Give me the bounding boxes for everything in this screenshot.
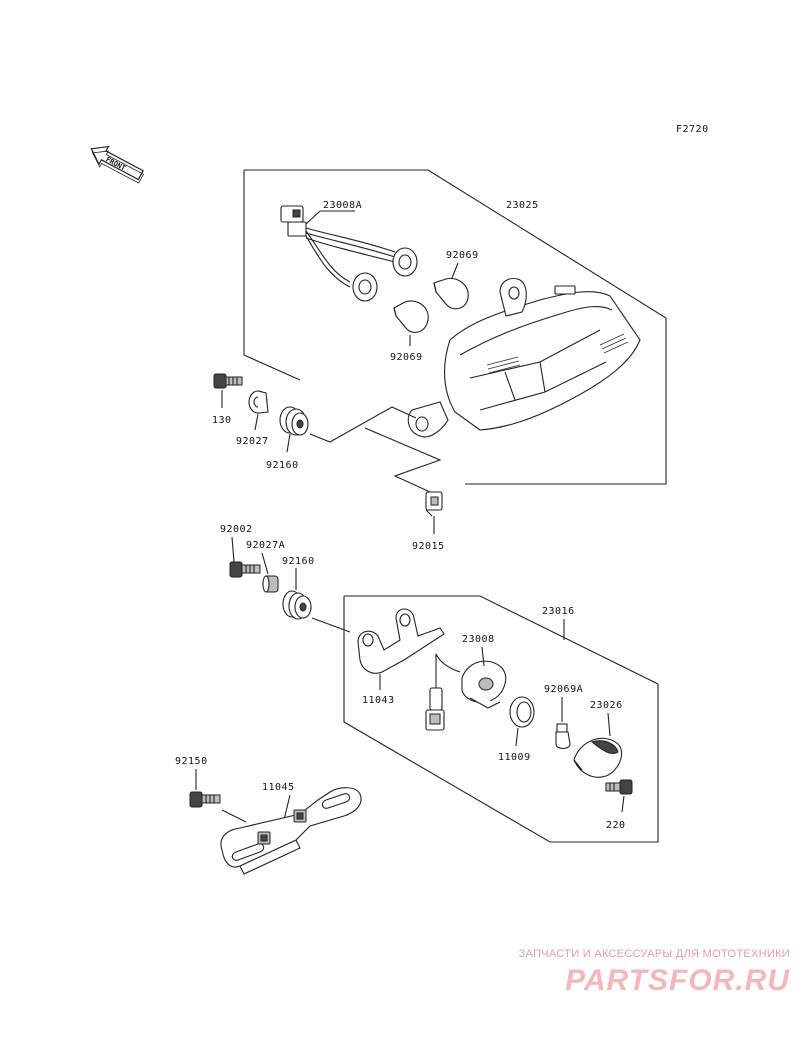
assembly-frame-23025	[243, 169, 667, 485]
tail-lamp-housing	[407, 277, 641, 438]
label-220: 220	[606, 820, 626, 831]
label-23025: 23025	[506, 200, 539, 211]
label-92160-mid: 92160	[282, 556, 315, 567]
label-92015: 92015	[412, 541, 445, 552]
screw-220	[605, 779, 633, 795]
label-23026: 23026	[590, 700, 623, 711]
grommet-92160-upper	[279, 406, 309, 436]
grommet-92160-mid	[282, 590, 312, 620]
label-11043: 11043	[362, 695, 395, 706]
license-bracket-11045	[220, 787, 362, 875]
label-23008: 23008	[462, 634, 495, 645]
bracket-11043	[357, 608, 445, 674]
label-92027a: 92027A	[246, 540, 285, 551]
label-11045: 11045	[262, 782, 295, 793]
collar-92027	[248, 390, 269, 414]
lens-23026	[573, 737, 623, 778]
label-11009: 11009	[498, 752, 531, 763]
label-92002: 92002	[220, 524, 253, 535]
bulb-92069-upper	[433, 277, 469, 310]
label-92027: 92027	[236, 436, 269, 447]
label-92160-upper: 92160	[266, 460, 299, 471]
label-92069a: 92069A	[544, 684, 583, 695]
wiring-harness-23008a	[280, 205, 418, 302]
bulb-92069a	[555, 723, 571, 750]
front-arrow-icon: FRONT	[90, 145, 144, 184]
assembly-frame-23016	[343, 595, 659, 843]
bolt-130	[213, 373, 243, 389]
watermark-logo: PARTSFOR.RU	[565, 964, 790, 997]
collar-92027a	[262, 575, 279, 593]
label-92069-lower: 92069	[390, 352, 423, 363]
bulb-socket-23008	[425, 653, 507, 731]
label-23016: 23016	[542, 606, 575, 617]
label-130: 130	[212, 415, 232, 426]
gasket-11009	[509, 696, 535, 728]
figure-code: F2720	[676, 124, 709, 135]
label-92150: 92150	[175, 756, 208, 767]
bolt-92150	[189, 791, 221, 808]
label-23008a: 23008A	[323, 200, 362, 211]
clip-92015	[425, 491, 443, 517]
bulb-92069-lower	[393, 300, 429, 333]
bolt-92002	[229, 561, 261, 578]
watermark-tagline: ЗАПЧАСТИ И АКСЕССУАРЫ ДЛЯ МОТОТЕХНИКИ	[518, 948, 790, 960]
label-92069-upper: 92069	[446, 250, 479, 261]
